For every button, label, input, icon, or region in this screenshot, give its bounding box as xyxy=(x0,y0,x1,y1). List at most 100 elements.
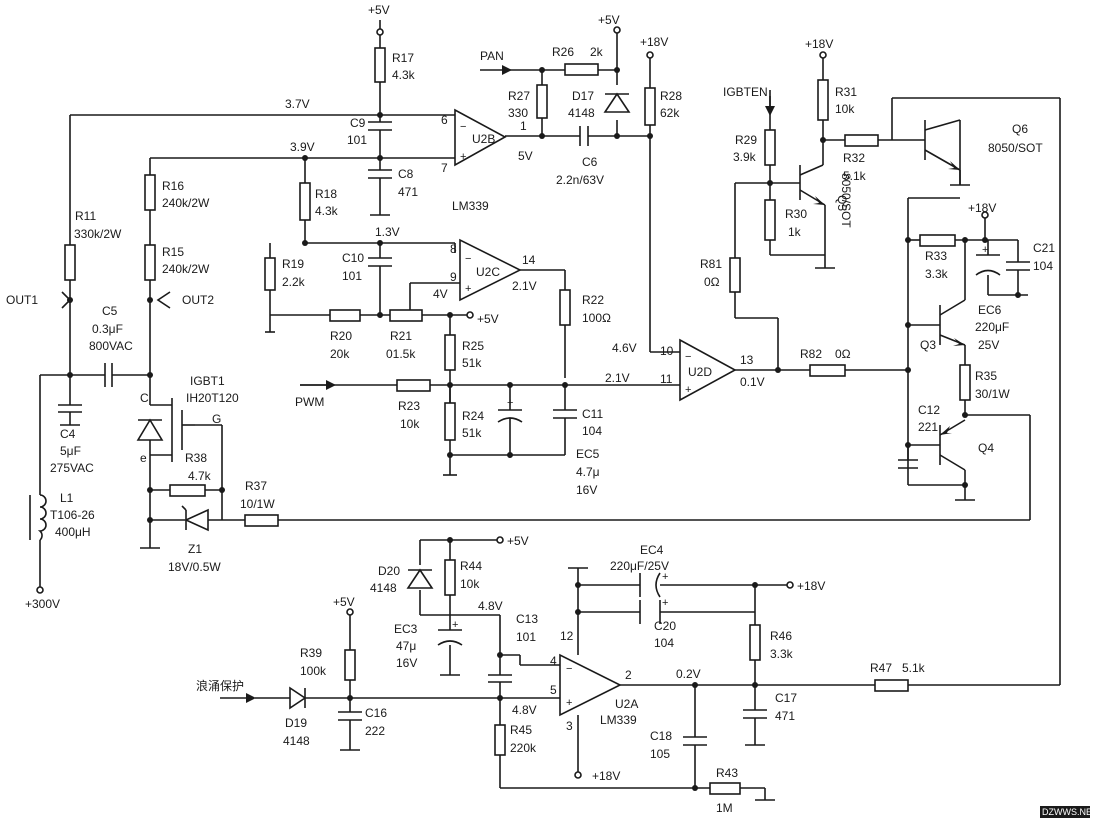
label-u2b: U2B xyxy=(472,132,495,146)
label-v18-e: +18V xyxy=(592,769,620,783)
label-igbt-gate: G xyxy=(212,412,221,426)
label-pin3: 3 xyxy=(566,719,573,733)
resistor-r32 xyxy=(844,134,879,147)
resistor-r17 xyxy=(374,47,386,83)
resistor-r22 xyxy=(559,289,571,326)
label-q6-value: 8050/SOT xyxy=(988,141,1043,155)
label-r23-value: 10k xyxy=(400,417,420,431)
label-r35: R35 xyxy=(975,369,997,383)
capacitor-c18 xyxy=(683,736,707,746)
label-r24-value: 51k xyxy=(462,426,482,440)
label-pwm: PWM xyxy=(295,395,324,409)
label-v5-d: +5V xyxy=(507,534,529,548)
label-ec4: EC4 xyxy=(640,543,664,557)
label-c18-value: 105 xyxy=(650,747,670,761)
resistor-r31 xyxy=(817,79,829,121)
svg-text:−: − xyxy=(460,121,466,133)
label-r81-value: 0Ω xyxy=(704,275,720,289)
label-v5-out: 5V xyxy=(518,149,533,163)
capacitor-c20: + xyxy=(639,597,668,624)
resistor-r25 xyxy=(444,334,456,371)
capacitor-c9 xyxy=(368,121,392,131)
label-c21-value: 104 xyxy=(1033,259,1053,273)
igbt1 xyxy=(150,398,195,462)
label-r22-value: 100Ω xyxy=(582,311,611,325)
junction-dots xyxy=(67,67,1021,791)
label-pin7: 7 xyxy=(441,161,448,175)
label-r32-value: 5.1k xyxy=(843,169,867,183)
label-r47: R47 xyxy=(870,661,892,675)
label-v46: 4.6V xyxy=(612,341,637,355)
label-ec3-value: 47μ xyxy=(396,639,416,653)
label-out2: OUT2 xyxy=(182,293,214,307)
label-c5-voltage: 800VAC xyxy=(89,339,133,353)
label-r38-value: 4.7k xyxy=(188,469,212,483)
resistor-r46 xyxy=(749,624,761,661)
label-l1: L1 xyxy=(60,491,74,505)
label-pin8: 8 xyxy=(450,242,457,256)
capacitor-c6 xyxy=(579,126,589,146)
label-r28-value: 62k xyxy=(660,106,680,120)
label-c5: C5 xyxy=(102,304,118,318)
resistor-r45 xyxy=(494,724,506,756)
label-r25: R25 xyxy=(462,339,484,353)
labels: +5V R17 4.3k 3.7V 3.9V C9 101 C8 471 R18… xyxy=(6,3,1055,815)
label-lm339-bot: LM339 xyxy=(600,713,637,727)
label-pin4: 4 xyxy=(550,654,557,668)
label-r16: R16 xyxy=(162,179,184,193)
label-v21b: 2.1V xyxy=(605,371,630,385)
label-r20: R20 xyxy=(330,329,352,343)
label-r27-value: 330 xyxy=(508,106,528,120)
label-c16-value: 222 xyxy=(365,724,385,738)
label-r11-value: 330k/2W xyxy=(74,227,122,241)
label-pan: PAN xyxy=(480,49,504,63)
label-q6: Q6 xyxy=(1012,122,1028,136)
comparator-u2c: −+ xyxy=(459,238,522,302)
label-r29: R29 xyxy=(735,133,757,147)
label-r81: R81 xyxy=(700,257,722,271)
capacitor-ec4: + xyxy=(639,571,668,598)
label-v13: 1.3V xyxy=(375,225,400,239)
comparators: −+ −+ −+ −+ xyxy=(454,108,737,717)
label-q4: Q4 xyxy=(978,441,994,455)
label-r17: R17 xyxy=(392,51,414,65)
label-ec6-value: 220μF xyxy=(975,320,1009,334)
label-u2a: U2A xyxy=(615,697,638,711)
label-r30-value: 1k xyxy=(788,225,802,239)
label-ec3-voltage: 16V xyxy=(396,656,417,670)
resistor-r15 xyxy=(144,244,156,281)
capacitor-ec3: + xyxy=(437,619,463,646)
label-pin10: 10 xyxy=(660,344,674,358)
capacitor-c5 xyxy=(104,363,113,387)
zener-z1 xyxy=(181,505,209,532)
label-c16: C16 xyxy=(365,706,387,720)
label-r29-value: 3.9k xyxy=(733,150,757,164)
capacitor-c16 xyxy=(338,711,362,721)
svg-text:+: + xyxy=(982,244,988,256)
label-r44: R44 xyxy=(460,559,482,573)
label-r82-value: 0Ω xyxy=(835,347,851,361)
transistor-q6 xyxy=(924,119,961,185)
label-r16-value: 240k/2W xyxy=(162,196,210,210)
label-v37: 3.7V xyxy=(285,97,310,111)
diode-d19 xyxy=(289,686,307,710)
label-c20: C20 xyxy=(654,619,676,633)
label-d20-value: 4148 xyxy=(370,581,397,595)
resistor-r82 xyxy=(809,364,846,377)
label-r18-value: 4.3k xyxy=(315,204,339,218)
transistors xyxy=(799,119,966,471)
resistor-r35 xyxy=(959,364,971,401)
svg-text:+: + xyxy=(465,283,471,295)
label-v4: 4V xyxy=(433,287,448,301)
label-r37: R37 xyxy=(245,479,267,493)
label-v5-c: +5V xyxy=(477,312,499,326)
label-c4-voltage: 275VAC xyxy=(50,461,94,475)
label-c6-value: 2.2n/63V xyxy=(556,173,604,187)
label-r28: R28 xyxy=(660,89,682,103)
label-c11-value: 104 xyxy=(582,424,602,438)
label-igbt1: IGBT1 xyxy=(190,374,225,388)
label-r31: R31 xyxy=(835,85,857,99)
capacitor-ec6: + xyxy=(975,244,1001,276)
label-r19: R19 xyxy=(282,257,304,271)
